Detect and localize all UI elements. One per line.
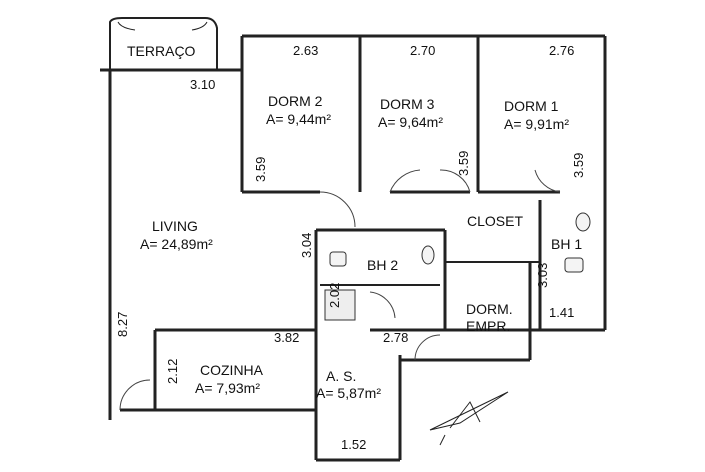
room-cozinha-area: A= 7,93m²: [195, 380, 260, 396]
room-as-label: A. S.: [326, 368, 357, 384]
dim-dorm2-depth: 3.59: [253, 156, 268, 182]
room-as-area: A= 5,87m²: [316, 385, 381, 401]
room-living-area: A= 24,89m²: [140, 236, 213, 252]
dim-terraco-width: 3.10: [190, 77, 216, 92]
room-dorm1-label: DORM 1: [504, 98, 559, 114]
doors: [119, 169, 561, 411]
dim-dorm3-depth: 3.59: [456, 150, 471, 176]
dim-as-width: 2.78: [383, 330, 409, 345]
toilet-icon: [329, 251, 347, 267]
dim-cozinha-width: 3.82: [274, 330, 300, 345]
room-closet-label: CLOSET: [467, 213, 524, 229]
room-living-label: LIVING: [152, 218, 198, 234]
fixtures: [324, 212, 591, 321]
dim-as-bottom: 1.52: [341, 437, 367, 452]
dim-living-depth: 8.27: [115, 311, 130, 337]
dim-dorm2-width: 2.63: [293, 43, 319, 58]
walls: [100, 17, 607, 462]
room-bh1-label: BH 1: [551, 236, 583, 252]
room-bh2-label: BH 2: [367, 257, 399, 273]
room-dorm3-area: A= 9,64m²: [378, 114, 443, 130]
north-arrow-icon: [429, 391, 509, 446]
dim-dorm1-depth: 3.59: [571, 152, 586, 178]
room-dorm2-label: DORM 2: [268, 93, 323, 109]
room-cozinha-label: COZINHA: [200, 362, 263, 378]
dim-bh2-height: 3.04: [299, 232, 314, 258]
dim-bh1-height: 3.03: [535, 262, 550, 288]
room-terraco-label: TERRAÇO: [127, 43, 196, 59]
room-dorm-empr-label-2: EMPR.: [466, 318, 511, 334]
dim-hall-height: 2.02: [327, 282, 342, 308]
room-dorm2-area: A= 9,44m²: [266, 111, 331, 127]
dim-bh1-width: 1.41: [549, 305, 575, 320]
dim-cozinha-depth: 2.12: [165, 358, 180, 384]
dim-dorm1-width: 2.76: [549, 43, 575, 58]
sink-icon: [421, 245, 435, 265]
room-dorm3-label: DORM 3: [380, 96, 435, 112]
sink-icon: [575, 212, 591, 232]
toilet-icon: [564, 257, 584, 273]
room-dorm1-area: A= 9,91m²: [504, 116, 569, 132]
dim-dorm3-width: 2.70: [410, 43, 436, 58]
room-dorm-empr-label-1: DORM.: [466, 301, 513, 317]
